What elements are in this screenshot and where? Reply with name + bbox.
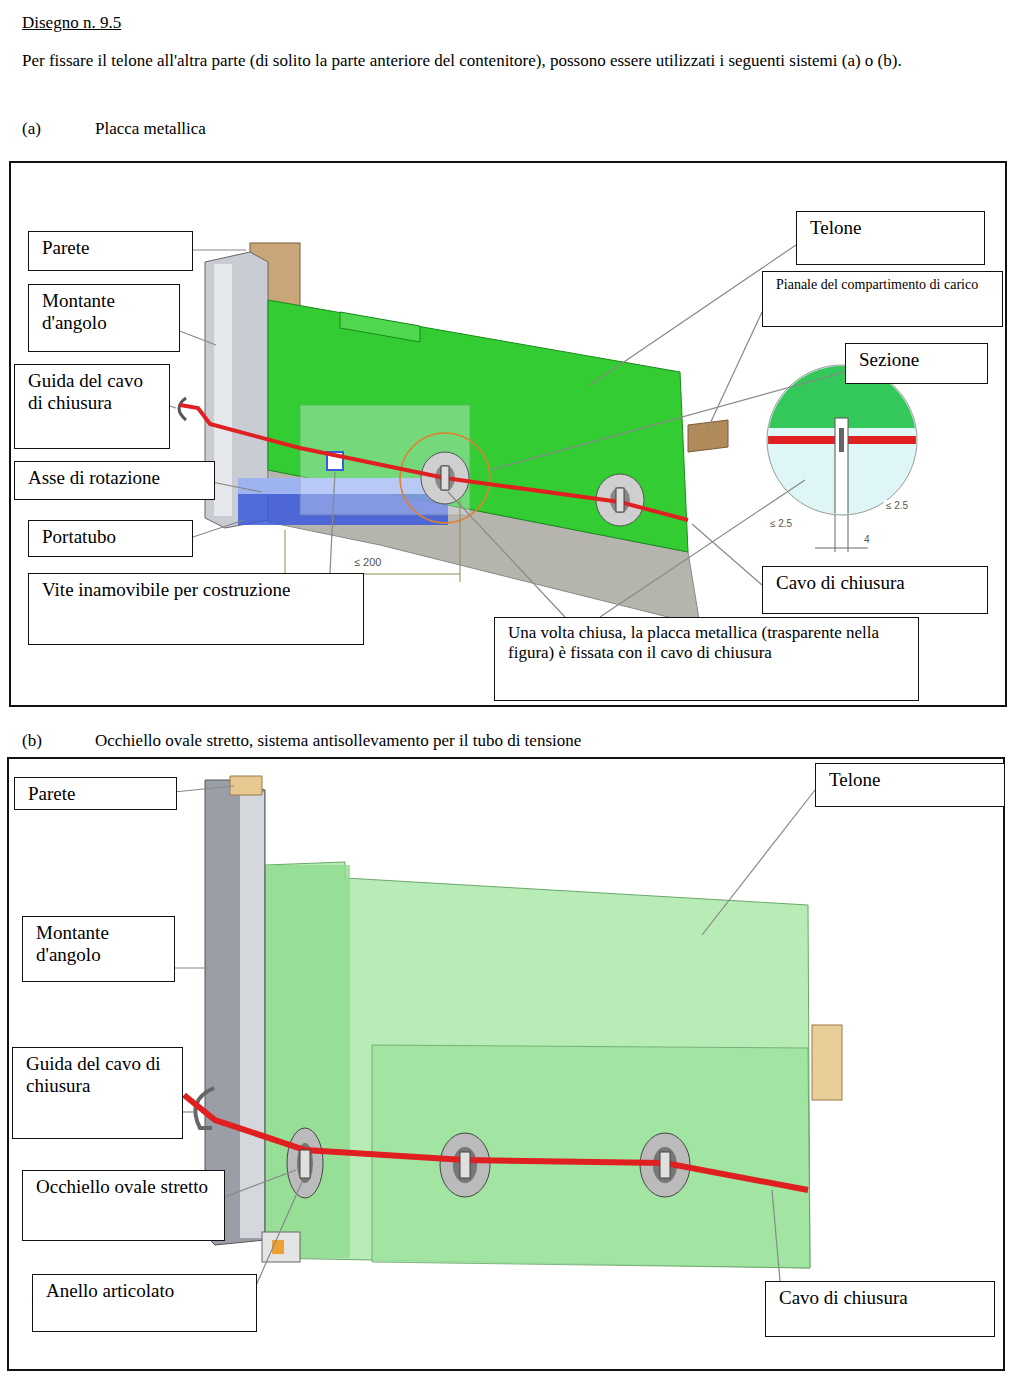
wall-block	[812, 1025, 842, 1100]
dimension-label: ≤ 2.5	[884, 500, 910, 513]
section-slot	[839, 428, 844, 452]
dimension-line	[835, 515, 836, 552]
leader-line	[190, 249, 246, 250]
detail-circle	[400, 433, 490, 523]
leader-line	[212, 482, 262, 492]
grommet-pin	[441, 466, 449, 490]
dimension-label: ≤ 200	[352, 556, 383, 570]
leader-line	[177, 330, 216, 345]
grommet-pin	[616, 488, 624, 512]
dimension-line	[815, 548, 868, 549]
callout-box: Telone	[815, 763, 1005, 807]
callout-text: Sezione	[859, 349, 979, 371]
leader-line	[190, 520, 244, 538]
section-heading: Occhiello ovale stretto, sistema antisol…	[95, 730, 581, 751]
corner-post-face	[214, 264, 232, 516]
leader-lines	[172, 786, 815, 1290]
plate-grommet	[421, 452, 469, 504]
section-heading: (a)	[22, 118, 41, 139]
callout-box: Una volta chiusa, la placca metallica (t…	[494, 617, 919, 701]
callout-box: Telone	[796, 211, 985, 265]
callout-box: Cavo di chiusura	[762, 566, 988, 614]
cable-guide	[179, 398, 186, 420]
tarpaulin-strip	[265, 865, 350, 1258]
callout-box: Guida del cavo di chiusura	[14, 364, 170, 449]
leader-line	[490, 372, 845, 470]
callout-text: Una volta chiusa, la placca metallica (t…	[508, 623, 910, 662]
panel-frame	[8, 758, 1004, 1370]
leader-lines	[167, 245, 845, 617]
callout-text: Asse di rotazione	[28, 467, 206, 489]
callout-text: Occhiello ovale stretto	[36, 1176, 216, 1198]
section-heading: (b)	[22, 730, 42, 751]
hinged-ring	[660, 1152, 670, 1178]
callout-text: Guida del cavo di chiusura	[26, 1053, 174, 1097]
dimension-line	[848, 515, 849, 552]
intro-paragraph: Per fissare il telone all'altra parte (d…	[22, 50, 978, 71]
hinged-ring	[460, 1152, 470, 1178]
section-heading: Placca metallica	[95, 118, 206, 139]
callout-box: Pianale del compartimento di carico	[762, 271, 1003, 327]
callout-text: Montante d'angolo	[42, 290, 171, 334]
callout-box: Vite inamovibile per costruzione	[28, 573, 364, 645]
dimension-label: 4	[862, 534, 872, 547]
callout-box: Portatubo	[28, 520, 193, 557]
dimension-label: ≤ 2.5	[768, 518, 794, 531]
callout-box: Parete	[14, 777, 177, 810]
panel-frame	[10, 162, 1006, 706]
callout-box: Cavo di chiusura	[765, 1281, 995, 1337]
oval-eyelet	[440, 1133, 490, 1197]
callout-box: Montante d'angolo	[28, 284, 180, 352]
callout-text: Vite inamovibile per costruzione	[42, 579, 355, 601]
callout-text: Anello articolato	[46, 1280, 248, 1302]
metal-plate	[300, 405, 470, 515]
callout-text: Cavo di chiusura	[776, 572, 979, 594]
tarpaulin	[265, 862, 810, 1268]
callout-box: Asse di rotazione	[14, 461, 215, 500]
leader-line	[448, 492, 565, 617]
leader-line	[708, 312, 762, 428]
leader-line	[330, 472, 335, 573]
leader-line	[174, 786, 234, 792]
callout-box: Parete	[28, 231, 193, 271]
leader-line	[692, 524, 762, 585]
callout-text: Cavo di chiusura	[779, 1287, 986, 1309]
post-base-marker	[272, 1240, 284, 1254]
callout-box: Occhiello ovale stretto	[22, 1170, 225, 1241]
section-pin	[835, 418, 848, 518]
wall-top	[230, 776, 262, 795]
leader-line	[172, 967, 208, 968]
hinged-ring	[300, 1150, 310, 1178]
eyelet-hole	[453, 1147, 477, 1183]
callout-text: Montante d'angolo	[36, 922, 166, 966]
callout-text: Telone	[810, 217, 976, 239]
leader-line	[254, 1182, 302, 1290]
callout-text: Portatubo	[42, 526, 184, 548]
page-title: Disegno n. 9.5	[22, 12, 121, 33]
callout-text: Parete	[42, 237, 184, 259]
post-base	[262, 1232, 300, 1262]
corner-post-face	[240, 792, 264, 1238]
tarpaulin	[268, 300, 688, 552]
callout-box: Sezione	[845, 343, 988, 384]
callout-text: Guida del cavo di chiusura	[28, 370, 161, 414]
leader-line	[772, 1190, 780, 1281]
callout-box: Montante d'angolo	[22, 916, 175, 982]
leader-line	[222, 1170, 296, 1198]
oval-eyelet	[287, 1128, 323, 1198]
callout-box: Anello articolato	[32, 1274, 257, 1332]
leader-line	[702, 790, 815, 935]
callout-text: Parete	[28, 783, 168, 805]
callout-box: Guida del cavo di chiusura	[12, 1047, 183, 1139]
tarpaulin-flap	[340, 312, 420, 342]
dimension-line	[460, 500, 461, 582]
closing-cable	[180, 405, 688, 520]
callout-text: Pianale del compartimento di carico	[776, 277, 994, 293]
closing-cable	[184, 1095, 808, 1190]
callout-text: Telone	[829, 769, 996, 791]
load-floor-block	[688, 420, 728, 452]
